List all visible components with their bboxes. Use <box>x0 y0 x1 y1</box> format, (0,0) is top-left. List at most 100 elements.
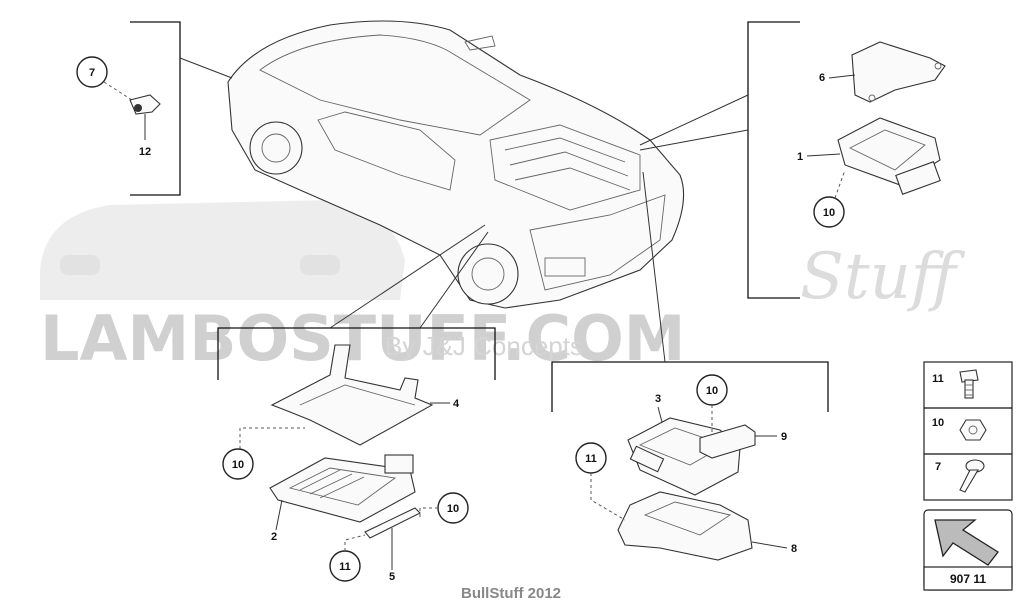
part-1-leader <box>806 153 841 157</box>
part-12-label: 12 <box>139 146 151 158</box>
plate-8-inner <box>643 501 732 536</box>
module-part-9 <box>699 424 756 459</box>
part-8-leader <box>751 541 788 549</box>
ecu-1-fins <box>848 129 926 171</box>
part-5-label: 5 <box>389 571 395 583</box>
callout-11-lower-label: 11 <box>339 561 351 573</box>
car-body <box>227 20 685 309</box>
arrow-icon <box>934 519 999 566</box>
car-side-window <box>317 111 456 191</box>
bracket-lower-left-pointer-1 <box>329 224 486 329</box>
part-2-leader <box>275 499 283 531</box>
car-front-wheel-hub <box>261 133 291 163</box>
callout-11-mid-leader <box>590 473 626 521</box>
bracket-6-hole <box>934 62 942 70</box>
ecu-2-fin-line-2 <box>309 473 353 495</box>
ecu-2-connector <box>384 454 414 474</box>
bar-part-5 <box>364 507 421 539</box>
bracket-top-left-pointer <box>179 57 233 79</box>
bracket-lines <box>130 21 829 412</box>
callout-10-left-label: 10 <box>232 459 244 471</box>
part-1-label: 1 <box>797 151 803 163</box>
car-rear-wheel <box>457 243 519 305</box>
footer-credit: BullStuff 2012 <box>461 585 561 602</box>
part-3-leader <box>657 406 663 423</box>
part-2-label: 2 <box>271 531 277 543</box>
car-rear-view <box>227 20 685 309</box>
car-louver-1 <box>504 137 626 163</box>
legend-item-7-number: 7 <box>935 461 941 473</box>
sensor-connector <box>134 104 142 112</box>
group-sensor: 7 12 <box>76 56 161 158</box>
group-lower-left: 4 2 5 10 10 11 <box>222 344 469 583</box>
bracket-right-pointer-2 <box>639 129 749 151</box>
ecu-2-fins <box>288 467 397 506</box>
reference-code-bar <box>923 566 1013 591</box>
watermark-lamp-left <box>60 255 100 275</box>
bracket-4-crease <box>299 384 416 406</box>
bolt-icon <box>959 369 979 399</box>
plate-part-8 <box>617 491 753 561</box>
callout-7-dashed-leader <box>103 81 136 103</box>
ecu-2-fin-line-1 <box>299 469 341 491</box>
part-9-label: 9 <box>781 431 787 443</box>
part-6-label: 6 <box>819 72 825 84</box>
car-mirror <box>464 35 496 51</box>
watermark-script: Stuff <box>800 240 966 314</box>
bracket-right <box>747 21 800 299</box>
bracket-top-left <box>130 21 181 196</box>
bracket-part-6 <box>851 41 946 103</box>
nut-icon <box>959 419 987 441</box>
ecu-1-connector <box>895 161 941 195</box>
car-louver-3 <box>514 167 631 191</box>
sensor-part <box>129 94 161 115</box>
car-exhaust-grille <box>544 257 586 277</box>
bracket-lower-middle <box>551 361 829 412</box>
ecu-3-connector <box>629 445 665 473</box>
bracket-right-pointer-1 <box>639 94 749 146</box>
car-front-wheel <box>249 121 303 175</box>
callout-10-lower-leader <box>419 507 438 518</box>
watermark: LAMBOSTUFF.COM Stuff By J&J Concepts <box>40 200 966 375</box>
bracket-part-4 <box>270 344 434 446</box>
callout-10-left-leader <box>239 427 305 449</box>
car-rear-wheel-hub <box>471 257 505 291</box>
watermark-tagline: By J&J Concepts <box>385 331 583 361</box>
callout-10-right-label: 10 <box>823 207 835 219</box>
fastener-legend: 11 10 7 <box>923 361 1013 501</box>
callout-11-lower-leader <box>344 534 366 551</box>
ecu-part-2 <box>269 457 416 523</box>
part-6-leader <box>828 74 856 79</box>
callout-10-mid-label: 10 <box>706 385 718 397</box>
part-4-label: 4 <box>453 398 460 410</box>
callout-11-mid-label: 11 <box>585 453 597 465</box>
group-lower-middle: 3 9 10 8 11 <box>575 374 797 561</box>
callout-10-right-leader <box>834 169 846 199</box>
reference-code: 907 11 <box>950 572 986 586</box>
callout-10-right <box>813 196 845 228</box>
group-right-ecu: 6 1 10 <box>797 41 946 228</box>
bracket-lower-left-pointer-2 <box>419 231 489 329</box>
callout-7-top <box>76 56 108 88</box>
watermark-car-silhouette <box>40 200 405 300</box>
bracket-6-hole-2 <box>868 94 876 102</box>
reference-box: 907 11 <box>923 509 1013 591</box>
part-8-label: 8 <box>791 543 797 555</box>
bracket-lower-middle-pointer <box>642 171 666 363</box>
screw-icon <box>959 459 985 493</box>
car-louver-2 <box>509 151 629 177</box>
callout-10-left <box>222 448 254 480</box>
callout-10-lower-label: 10 <box>447 503 459 515</box>
car-rear-fascia <box>529 194 666 291</box>
legend-item-10-number: 10 <box>932 417 944 429</box>
ecu-2-fin-line-3 <box>319 476 365 499</box>
bracket-lower-left <box>217 327 496 380</box>
car-roof <box>259 34 531 136</box>
part-3-label: 3 <box>655 393 661 405</box>
legend-item-11-number: 11 <box>932 373 944 385</box>
watermark-lamp-right <box>300 255 340 275</box>
watermark-brand: LAMBOSTUFF.COM <box>40 302 686 375</box>
car-engine-cover <box>489 124 641 211</box>
callout-7-top-label: 7 <box>89 67 95 79</box>
